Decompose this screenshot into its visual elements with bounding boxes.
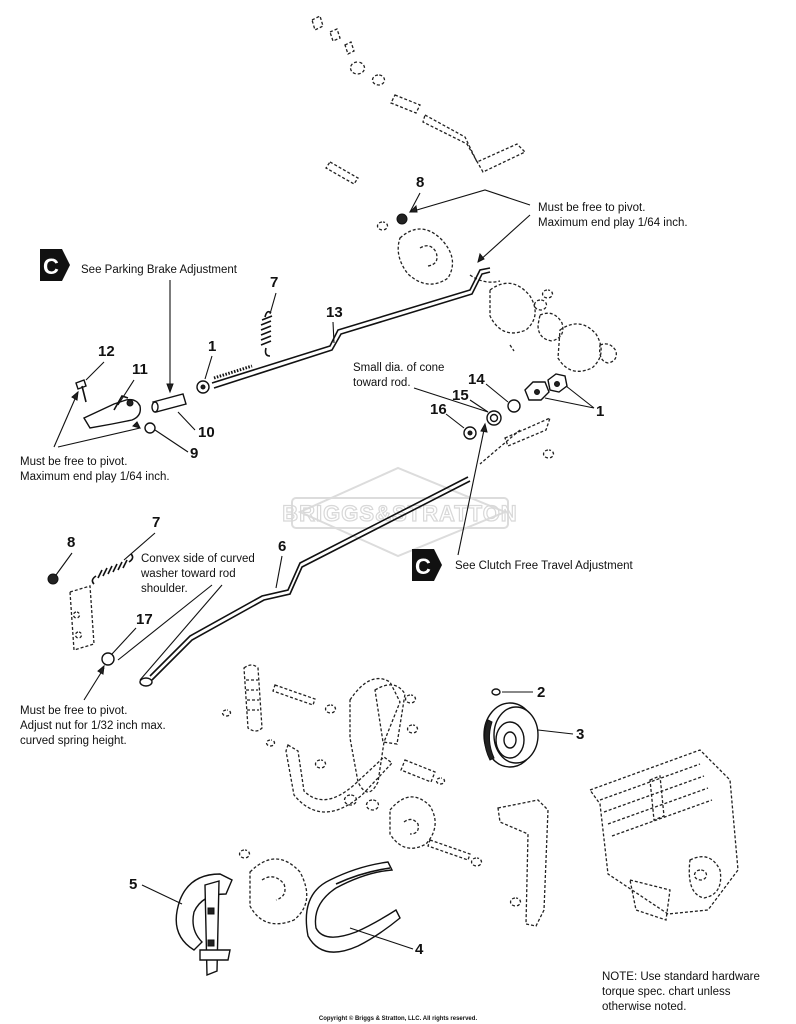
callout-4: 4 [415,941,424,958]
brand-watermark: BRIGGS&STRATTON [282,466,517,558]
note-pivot-top-line2: Maximum end play 1/64 inch. [538,217,688,229]
part-14-washer [507,399,521,413]
right-clutch-hardware: Small dia. of cone toward rod. 1 14 15 1… [353,362,604,465]
note-pivot-top: Must be free to pivot. Maximum end play … [408,189,688,263]
note-convex-line2: washer toward rod [140,568,236,580]
part-11-brake-lever [83,398,142,429]
part-5-belt-guard: 5 [129,873,233,977]
note-hardware-line3: otherwise noted. [602,1001,686,1013]
callout-1-left: 1 [208,338,216,355]
left-lower-hardware: 8 7 17 Convex side of curved washer towa… [20,514,255,747]
callout-13: 13 [326,304,343,321]
callout-15: 15 [452,387,469,404]
callout-10: 10 [198,424,215,441]
note-convex-line3: shoulder. [141,583,188,595]
callout-7-left: 7 [152,514,160,531]
note-hardware-line2: torque spec. chart unless [602,986,731,998]
callout-5: 5 [129,876,137,893]
note-pivot-left-line2: Maximum end play 1/64 inch. [20,471,170,483]
part-2-key [491,688,501,696]
c-badge-clutch: C See Clutch Free Travel Adjustment [412,422,633,581]
ghost-brake-linkage-top [311,15,617,372]
part-3-pulley: 2 3 [483,684,584,768]
part-17-curved-washer [101,652,115,666]
note-pivot-top-line1: Must be free to pivot. [538,202,645,214]
ghost-clutch-idler-assembly [221,664,549,927]
c-badge-letter-bottom: C [415,554,431,579]
callout-14: 14 [468,371,485,388]
note-hardware: NOTE: Use standard hardware torque spec.… [602,971,760,1013]
part-7-spring-top: 7 [260,274,278,357]
callout-17: 17 [136,611,153,628]
part-6-clutch-rod: 6 [139,476,471,687]
callout-8-left: 8 [67,534,75,551]
callout-3: 3 [576,726,584,743]
note-cone-line1: Small dia. of cone [353,362,444,374]
c-badge-parking-brake: C See Parking Brake Adjustment [40,249,238,394]
callout-2: 2 [537,684,545,701]
callout-11: 11 [132,361,148,378]
callout-8-top: 8 [416,174,424,191]
watermark-text: BRIGGS&STRATTON [282,501,517,526]
note-cone-line2: toward rod. [353,377,411,389]
ghost-engine [588,749,739,921]
part-8-nut-top: 8 [396,174,424,225]
callout-16: 16 [430,401,447,418]
parking-brake-link[interactable]: See Parking Brake Adjustment [81,264,238,276]
callout-9: 9 [190,445,198,462]
copyright-text: Copyright © Briggs & Stratton, LLC. All … [319,1015,478,1022]
callout-7-top: 7 [270,274,278,291]
left-brake-linkage: 10 1 11 12 9 [75,338,216,462]
part-13-brake-rod: 13 [211,267,491,389]
note-pivot-left-line1: Must be free to pivot. [20,456,127,468]
note-pivot-bottom-line2: Adjust nut for 1/32 inch max. [20,720,166,732]
callout-6: 6 [278,538,286,555]
part-9-nut [144,422,156,434]
callout-12: 12 [98,343,115,360]
c-badge-letter-top: C [43,254,59,279]
note-pivot-left: Must be free to pivot. Maximum end play … [20,390,170,483]
note-convex-line1: Convex side of curved [141,553,255,565]
part-4-v-belt: 4 [305,861,424,958]
note-pivot-bottom-line1: Must be free to pivot. [20,705,127,717]
note-pivot-bottom-line3: curved spring height. [20,735,127,747]
clutch-adjustment-link[interactable]: See Clutch Free Travel Adjustment [455,560,633,572]
callout-1-right: 1 [596,403,604,420]
note-hardware-line1: NOTE: Use standard hardware [602,971,760,983]
